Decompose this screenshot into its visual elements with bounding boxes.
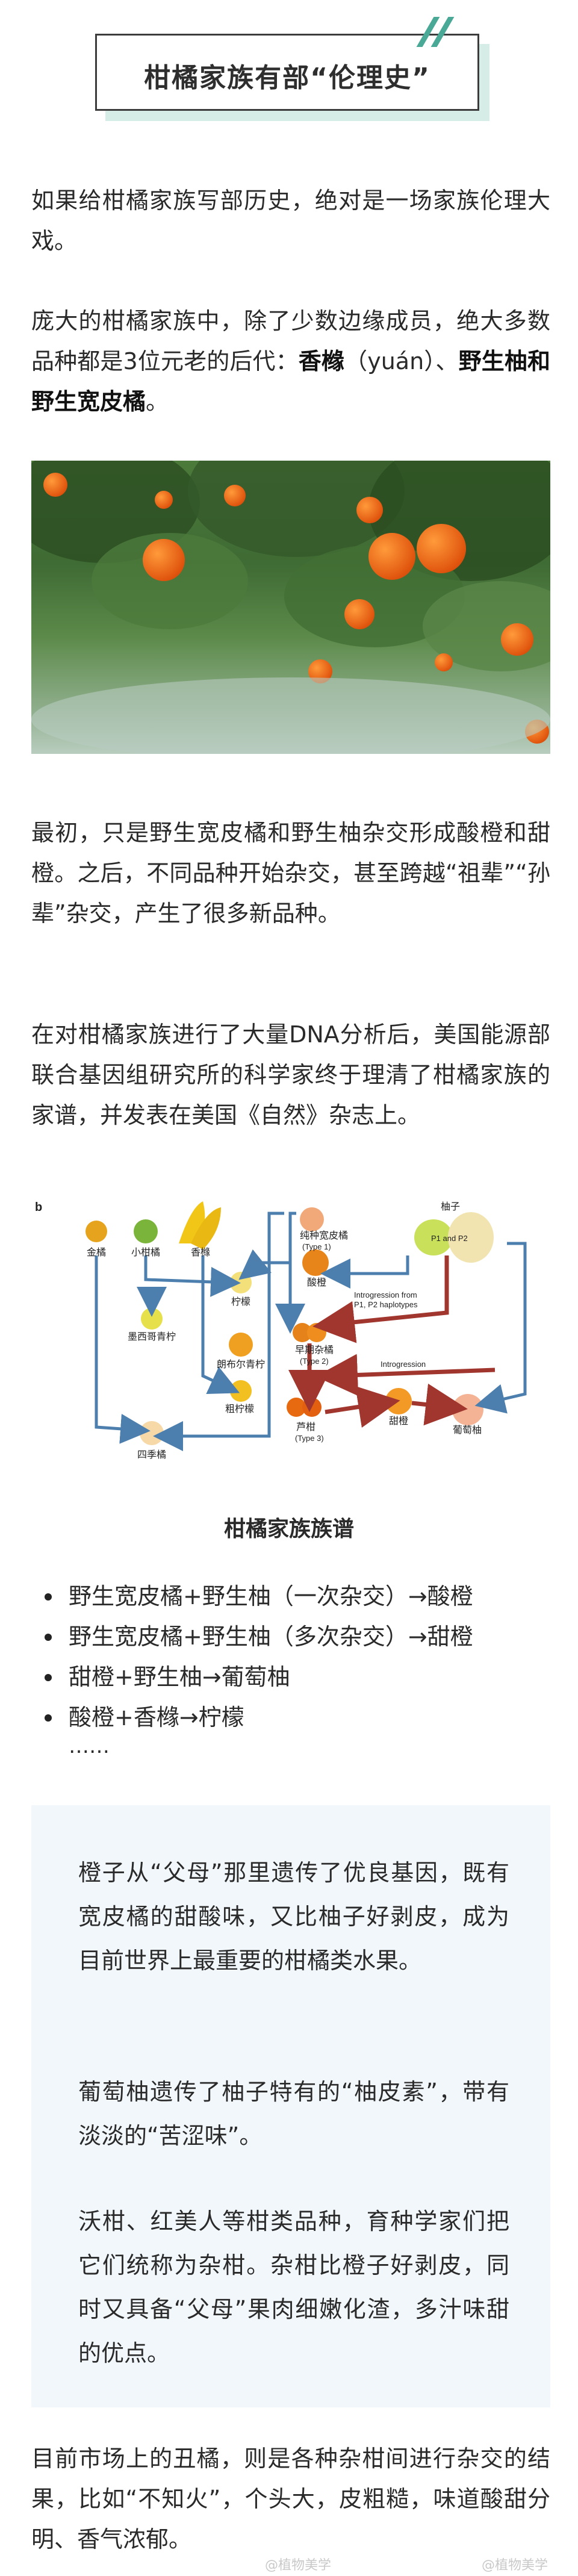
bold-pomelo-mandarin: 野生柚和野生宽皮橘 [31,348,550,415]
panel-letter: b [35,1201,42,1214]
list-item: 野生宽皮橘+野生柚（多次杂交）→甜橙 [37,1617,549,1657]
text: （yuán）、 [344,348,459,375]
arrow-mandarin-lime [144,1255,241,1297]
label-pure-mandarin: 纯种宽皮橘 [300,1230,348,1241]
label-introgression-from: Introgression from [354,1290,417,1299]
label-calamondin: 四季橘 [137,1449,166,1460]
arrow-pomelo-grapefruit [474,1242,527,1414]
label-grapefruit: 葡萄柚 [453,1425,482,1436]
label-rangpur-lime: 朗布尔青柠 [217,1359,265,1370]
bold-citron: 香橼 [298,348,345,375]
label-rough-lemon: 粗柠檬 [225,1404,254,1414]
arrow-kumquat-calamondin [95,1255,151,1444]
paragraph-ancestors: 庞大的柑橘家族中，除了少数边缘成员，绝大多数品种都是3位元老的后代：香橼（yuá… [31,301,550,422]
label-early-mandarin: 早期杂橘 [295,1345,334,1355]
orange-tree-photo [31,461,550,754]
list-item-text: 野生宽皮橘+野生柚（多次杂交）→甜橙 [69,1623,473,1650]
lemon-icon [230,1272,252,1293]
arrow-sour-lemon [238,1249,290,1280]
quote-box: 橙子从“父母”那里遗传了优良基因，既有宽皮橘的甜酸味，又比柚子好剥皮，成为目前世… [31,1805,550,2407]
text: 。 [146,388,169,415]
paragraph-ugly-orange: 目前市场上的丑橘，则是各种杂柑间进行杂交的结果，比如“不知火”，个头大，皮粗糙，… [31,2445,550,2553]
paragraph-hybrid-history: 最初，只是野生宽皮橘和野生柚杂交形成酸橙和甜橙。之后，不同品种开始杂交，甚至跨越… [31,820,550,927]
grapefruit-icon [452,1394,483,1425]
ponkan-icon-2 [302,1398,322,1417]
label-p1p2: P1 and P2 [431,1234,468,1243]
text: 庞大的柑橘家族中，除了少数边缘成员，绝大多数品种都是3位元老的后代： [31,308,550,375]
label-p1p2-haplotypes: P1, P2 haplotypes [354,1300,418,1309]
label-lemon: 柠檬 [231,1296,250,1307]
watermark-right: @植物美学 [482,2558,548,2573]
bullet-list: 野生宽皮橘+野生柚（一次杂交）→酸橙 野生宽皮橘+野生柚（多次杂交）→甜橙 甜橙… [37,1576,549,1738]
bullet-dot [45,1714,52,1722]
arrow-pure-calamondin [153,1212,284,1451]
label-type3: (Type 3) [295,1434,324,1443]
arrow-orange-grapefruit [411,1383,468,1426]
sweet-orange-icon [385,1388,412,1414]
bullet-dot [45,1634,52,1641]
label-kumquat: 金橘 [87,1247,106,1258]
title-box: 柑橘家族有部“伦理史” [95,34,489,121]
citrus-family-tree-diagram: b [31,1195,550,1496]
diagram-caption: 柑橘家族族谱 [223,1517,354,1542]
arrow-introgression [315,1354,496,1396]
pomelo-p1-icon [414,1219,453,1255]
bullet-dot [45,1593,52,1601]
list-item-text: 酸橙+香橼→柠檬 [69,1704,244,1731]
watermark-left: @植物美学 [265,2558,332,2573]
quote-grapefruit: 葡萄柚遗传了柚子特有的“柚皮素”，带有淡淡的“苦涩味”。 [78,2079,509,2149]
arrow-introgression-p1p2 [312,1255,449,1343]
label-sour-orange: 酸橙 [307,1277,326,1288]
family-tree-svg: b [35,1201,527,1460]
label-pomelo: 柚子 [441,1201,460,1212]
rough-lemon-icon [230,1380,252,1402]
citron-icon-2 [191,1207,221,1249]
pomelo-p2-icon [448,1212,494,1263]
arrow-pure-early [275,1212,305,1334]
label-sweet-orange: 甜橙 [389,1416,408,1426]
arrow-citron-lemon [201,1255,240,1395]
calamondin-icon [140,1421,164,1445]
label-mexican-lime: 墨西哥青柠 [128,1331,176,1342]
pure-mandarin-icon [300,1207,324,1231]
small-mandarin-icon [134,1219,158,1243]
paragraph-intro: 如果给柑橘家族写部历史，绝对是一场家族伦理大戏。 [31,187,550,254]
early-mandarin-icon-2 [307,1323,326,1342]
kumquat-icon [85,1221,107,1242]
arrow-ponkan-orange [325,1386,400,1428]
arrow-pomelo-sour [320,1255,409,1289]
quote-hybrid-tangor: 沃柑、红美人等柑类品种，育种学家们把它们统称为杂柑。杂柑比橙子好剥皮，同时又具备… [78,2208,509,2366]
list-item-text: 甜橙+野生柚→葡萄柚 [69,1664,290,1690]
mexican-lime-icon [141,1308,163,1330]
label-citron: 香橼 [191,1247,210,1258]
list-item: 野生宽皮橘+野生柚（一次杂交）→酸橙 [37,1576,549,1617]
label-ponkan: 芦柑 [296,1422,315,1433]
paragraph-dna-research: 在对柑橘家族进行了大量DNA分析后，美国能源部联合基因组研究所的科学家终于理清了… [31,1021,550,1128]
quote-orange: 橙子从“父母”那里遗传了优良基因，既有宽皮橘的甜酸味，又比柚子好剥皮，成为目前世… [78,1859,509,1974]
label-type1: (Type 1) [302,1242,331,1251]
list-item-text: 野生宽皮橘+野生柚（一次杂交）→酸橙 [69,1583,473,1610]
label-type2: (Type 2) [300,1357,329,1366]
sour-orange-icon [302,1249,329,1276]
bullet-dot [45,1674,52,1681]
page-title: 柑橘家族有部“伦理史” [144,63,430,93]
rangpur-lime-icon [229,1333,253,1357]
label-introgression: Introgression [381,1360,426,1369]
label-small-mandarin: 小柑橘 [131,1247,160,1258]
list-item: 甜橙+野生柚→葡萄柚 [37,1657,549,1697]
ellipsis: …… [69,1734,110,1758]
list-item: 酸橙+香橼→柠檬 [37,1697,549,1738]
